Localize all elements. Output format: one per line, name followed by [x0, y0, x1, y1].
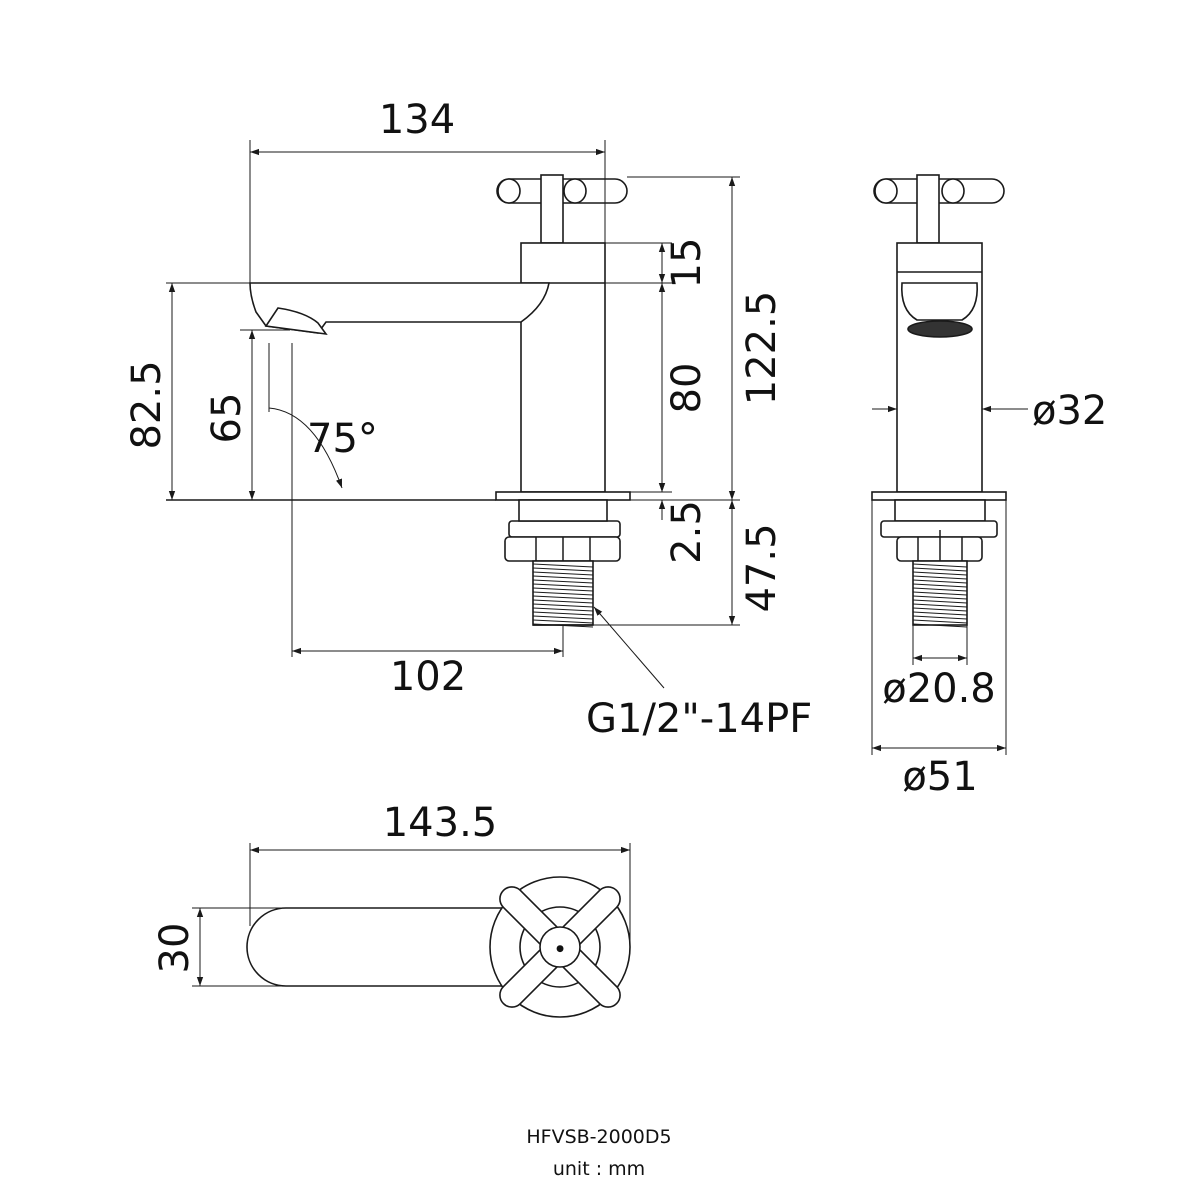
dim-angle: 75°	[307, 416, 378, 462]
thread-label: G1/2"-14PF	[586, 696, 812, 742]
spout-outlet-front	[900, 282, 979, 321]
cross-handle-side	[496, 174, 628, 244]
dim-top-length: 143.5	[383, 800, 498, 846]
tap-body-front	[896, 242, 983, 493]
thread-line	[912, 623, 968, 628]
thread-line	[912, 607, 968, 612]
washer-front	[880, 520, 998, 538]
dim-total-height: 122.5	[739, 291, 785, 406]
thread-line	[532, 567, 594, 572]
washer-side	[508, 520, 621, 538]
dim-total-length: 134	[379, 97, 455, 143]
dim-thread-diameter: ø20.8	[882, 666, 996, 712]
thread-line	[912, 575, 968, 580]
thread-line	[912, 611, 968, 616]
front-view: ø32 ø20.8 ø51	[871, 174, 1107, 800]
base-plate-front	[871, 491, 1007, 501]
dim-shank-length: 47.5	[739, 523, 785, 612]
dim-outlet-height: 65	[204, 393, 250, 444]
thread-line	[532, 611, 594, 616]
aerator-front	[907, 320, 973, 338]
base-plate-side	[495, 491, 631, 501]
thread-line	[912, 583, 968, 588]
tap-body-side	[520, 242, 606, 493]
thread-line	[532, 563, 594, 568]
dim-reach: 102	[390, 654, 466, 700]
thread-line	[532, 591, 594, 596]
thread-line	[532, 575, 594, 580]
thread-line	[912, 579, 968, 584]
logo-mark: ●	[556, 944, 564, 954]
cross-handle-top: ●	[499, 886, 621, 1008]
model-number: HFVSB-2000D5	[526, 1126, 671, 1148]
thread-line	[532, 595, 594, 600]
thread-line	[912, 563, 968, 568]
thread-line	[912, 599, 968, 604]
thread-line	[532, 615, 594, 620]
thread-line	[532, 599, 594, 604]
thread-line	[532, 603, 594, 608]
thread-line	[912, 619, 968, 624]
thread-line	[532, 619, 594, 624]
side-view: 134 15 80 2.5 122.5 47.5 82.5 65 75°	[124, 97, 812, 742]
dim-spout-height: 82.5	[124, 360, 170, 449]
dim-base-diameter: ø51	[902, 754, 977, 800]
dim-top-width: 30	[152, 923, 198, 974]
thread-line	[532, 571, 594, 576]
thread-line	[532, 579, 594, 584]
dim-handle-height: 15	[664, 238, 710, 289]
thread-line	[912, 603, 968, 608]
dim-body-diameter: ø32	[1032, 388, 1107, 434]
thread-line	[912, 615, 968, 620]
dim-body-height: 80	[664, 363, 710, 414]
top-view: ● 143.5 30	[152, 800, 631, 1018]
thread-line	[912, 587, 968, 592]
cross-handle-front	[873, 174, 1005, 244]
thread-line	[912, 595, 968, 600]
thread-line	[912, 567, 968, 572]
unit-label: unit : mm	[553, 1158, 645, 1180]
dim-base-plate: 2.5	[664, 500, 710, 564]
thread-line	[532, 587, 594, 592]
thread-line	[532, 583, 594, 588]
thread-line	[912, 571, 968, 576]
thread-line	[912, 591, 968, 596]
thread-line	[532, 607, 594, 612]
